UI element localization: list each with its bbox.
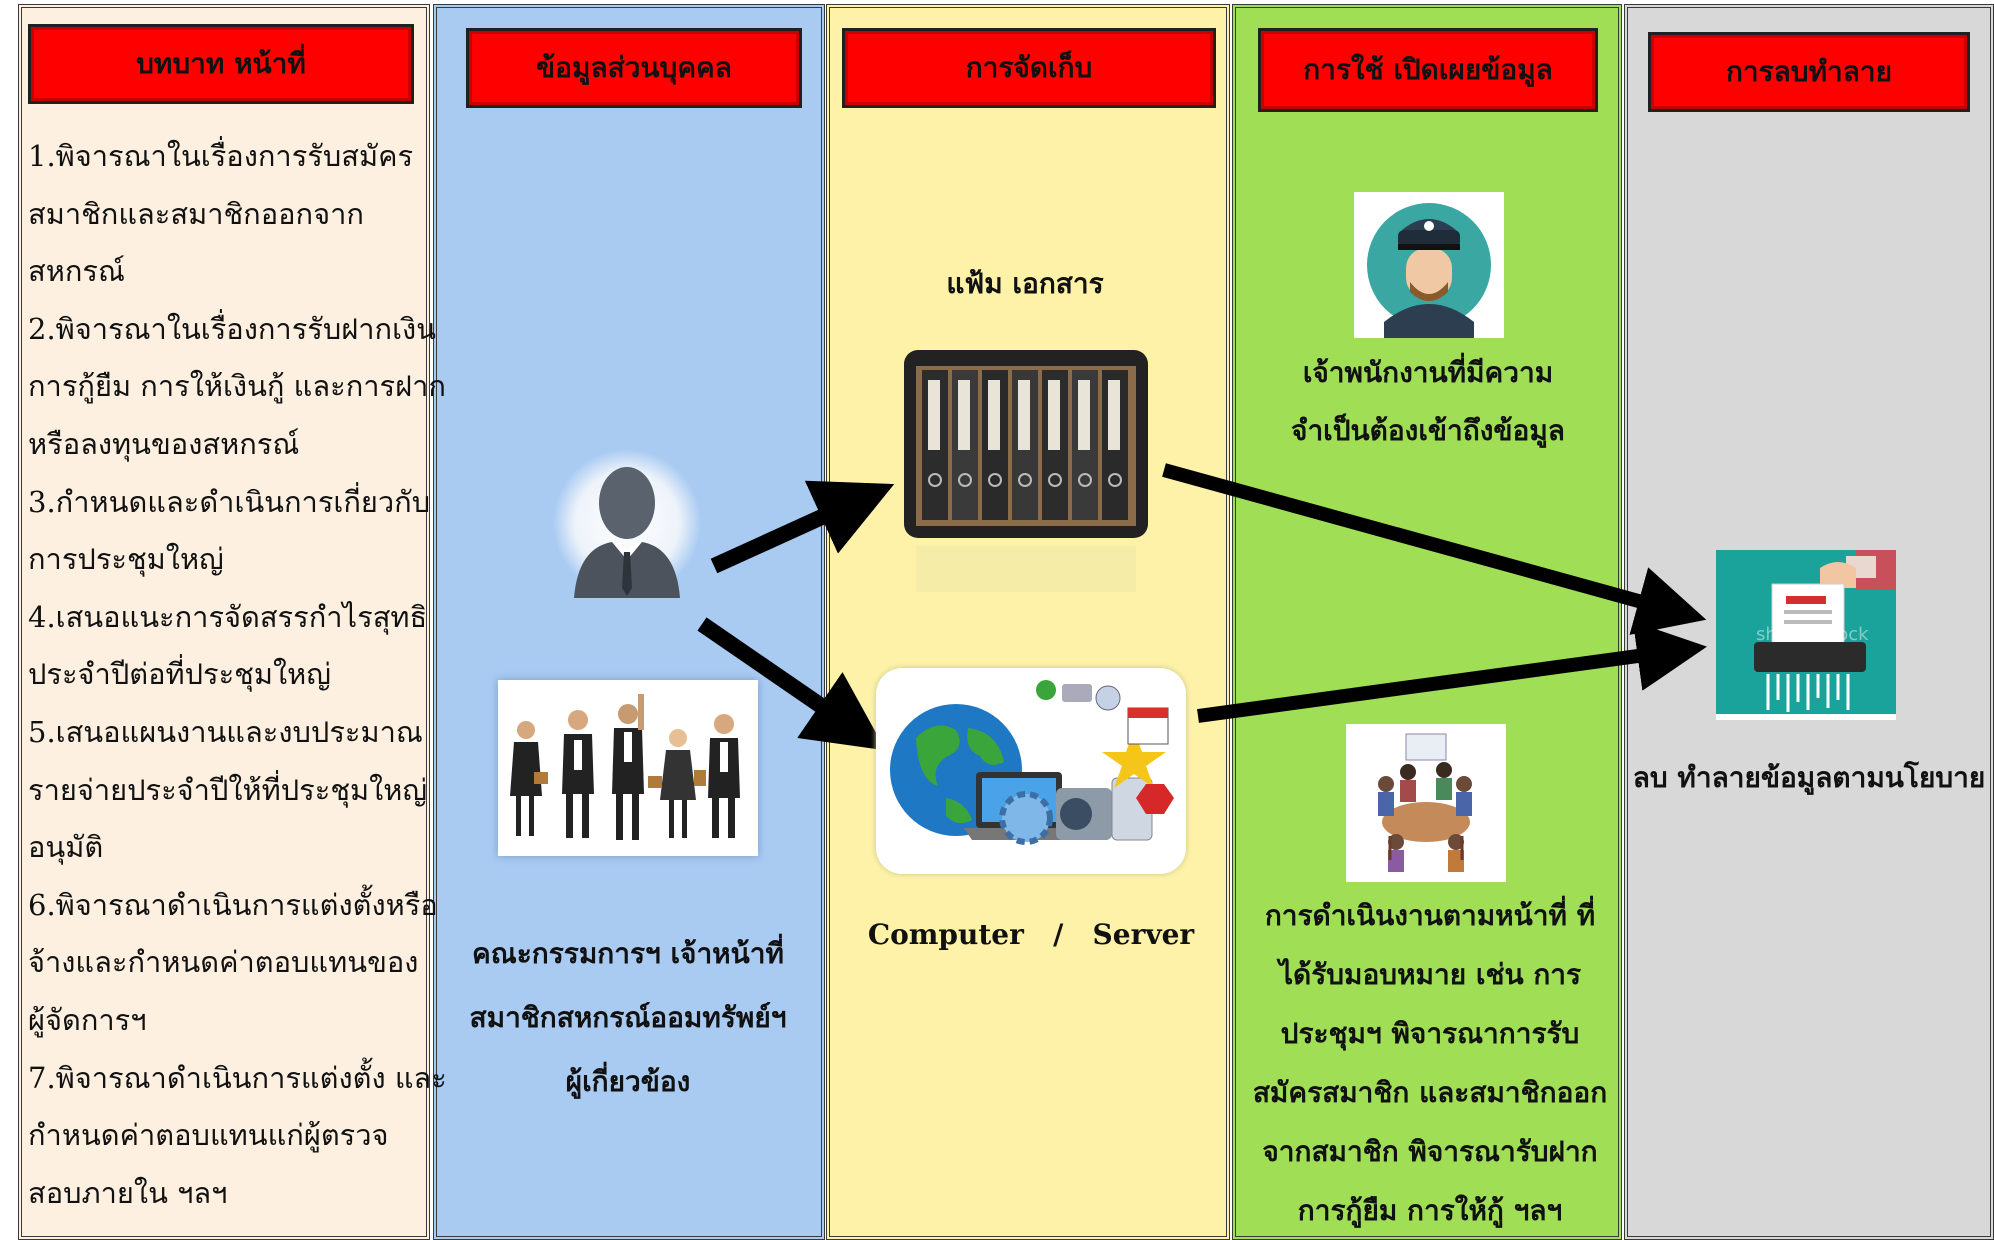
duty-line: 7.พิจารณาดำเนินการแต่งตั้ง และ (28, 1060, 447, 1095)
duties-list: 1.พิจารณาในเรื่องการรับสมัครสมาชิกและสมา… (28, 128, 447, 1222)
document-files-image (904, 350, 1148, 592)
duty-description: การดำเนินงานตามหน้าที่ ที่ได้รับมอบหมาย … (1244, 886, 1616, 1240)
duty-text-line: จากสมาชิก พิจารณารับฝาก (1262, 1135, 1598, 1168)
duty-line: ประจำปีต่อที่ประชุมใหญ่ (28, 657, 331, 692)
storage-column (826, 4, 1230, 1240)
shredder-image: shutterstock (1716, 550, 1896, 720)
duty-text-line: การกู้ยืม การให้กู้ ฯลฯ (1297, 1194, 1563, 1227)
duty-text-line: ได้รับมอบหมาย เช่น การ (1278, 958, 1582, 991)
personal-data-header: ข้อมูลส่วนบุคคล (466, 28, 802, 108)
personal-data-column (433, 4, 825, 1240)
duty-line: 2.พิจารณาในเรื่องการรับฝากเงิน (28, 311, 437, 346)
usage-column (1232, 4, 1622, 1240)
watermark-text: shutterstock (1756, 624, 1869, 645)
team-people-image (498, 680, 758, 856)
duty-line: หรือลงทุนของสหกรณ์ (28, 426, 300, 461)
duty-line: 5.เสนอแผนงานและงบประมาณ (28, 714, 423, 749)
duty-line: 1.พิจารณาในเรื่องการรับสมัคร (28, 139, 414, 173)
duty-line: รายจ่ายประจำปีให้ที่ประชุมใหญ่ (28, 772, 428, 807)
computer-server-label: Computer / Server (867, 918, 1195, 951)
duty-line: อนุมัติ (28, 830, 104, 865)
duty-text-line: สมัครสมาชิก และสมาชิกออก (1252, 1076, 1608, 1109)
storage-header: การจัดเก็บ (842, 28, 1216, 108)
roles-header: บทบาท หน้าที่ (28, 24, 414, 104)
meeting-image (1346, 724, 1506, 882)
files-label: แฟ้ม เอกสาร (946, 267, 1104, 300)
duty-line: สอบภายใน ฯลฯ (28, 1175, 228, 1210)
duty-line: 6.พิจารณาดำเนินการแต่งตั้งหรือ (28, 887, 438, 922)
computer-server-image (876, 668, 1186, 874)
arrow-computer-to-shredder (1197, 621, 1707, 723)
personal-text-line: คณะกรรมการฯ เจ้าหน้าที่ (472, 937, 784, 970)
duty-line: จ้างและกำหนดค่าตอบแทนของ (28, 945, 419, 980)
duty-line: การกู้ยืม การให้เงินกู้ และการฝาก (28, 369, 446, 404)
duty-line: ผู้จัดการฯ (28, 1002, 147, 1037)
usage-header: การใช้ เปิดเผยข้อมูล (1258, 28, 1598, 112)
duty-line: 3.กำหนดและดำเนินการเกี่ยวกับ (28, 484, 431, 519)
duty-line: สมาชิกและสมาชิกออกจาก (28, 196, 364, 231)
personal-text-line: สมาชิกสหกรณ์ออมทรัพย์ฯ (469, 1001, 787, 1034)
officer-text-line: เจ้าพนักงานที่มีความ (1302, 356, 1554, 389)
destroy-description: ลบ ทำลายข้อมูลตามนโยบาย (1632, 761, 1986, 794)
officer-description: เจ้าพนักงานที่มีความจำเป็นต้องเข้าถึงข้อ… (1250, 344, 1606, 460)
person-avatar-icon (552, 448, 702, 598)
arrow-person-to-files (710, 480, 895, 574)
duty-text-line: ประชุมฯ พิจารณาการรับ (1280, 1017, 1580, 1050)
officer-text-line: จำเป็นต้องเข้าถึงข้อมูล (1291, 414, 1565, 447)
arrow-files-to-shredder (1162, 463, 1707, 635)
roles-column (18, 4, 430, 1240)
duty-text-line: การดำเนินงานตามหน้าที่ ที่ (1264, 899, 1596, 932)
arrow-person-to-computer (697, 617, 886, 751)
officer-avatar-icon (1354, 192, 1504, 338)
duty-line: 4.เสนอแนะการจัดสรรกำไรสุทธิ (28, 599, 428, 634)
duty-line: สหกรณ์ (28, 254, 125, 289)
duty-line: การประชุมใหญ่ (28, 542, 224, 577)
personal-text-line: ผู้เกี่ยวข้อง (565, 1065, 691, 1098)
duty-line: กำหนดค่าตอบแทนแก่ผู้ตรวจ (28, 1118, 389, 1153)
personal-data-description: คณะกรรมการฯ เจ้าหน้าที่สมาชิกสหกรณ์ออมทร… (450, 922, 806, 1114)
destroy-header: การลบทำลาย (1648, 32, 1970, 112)
